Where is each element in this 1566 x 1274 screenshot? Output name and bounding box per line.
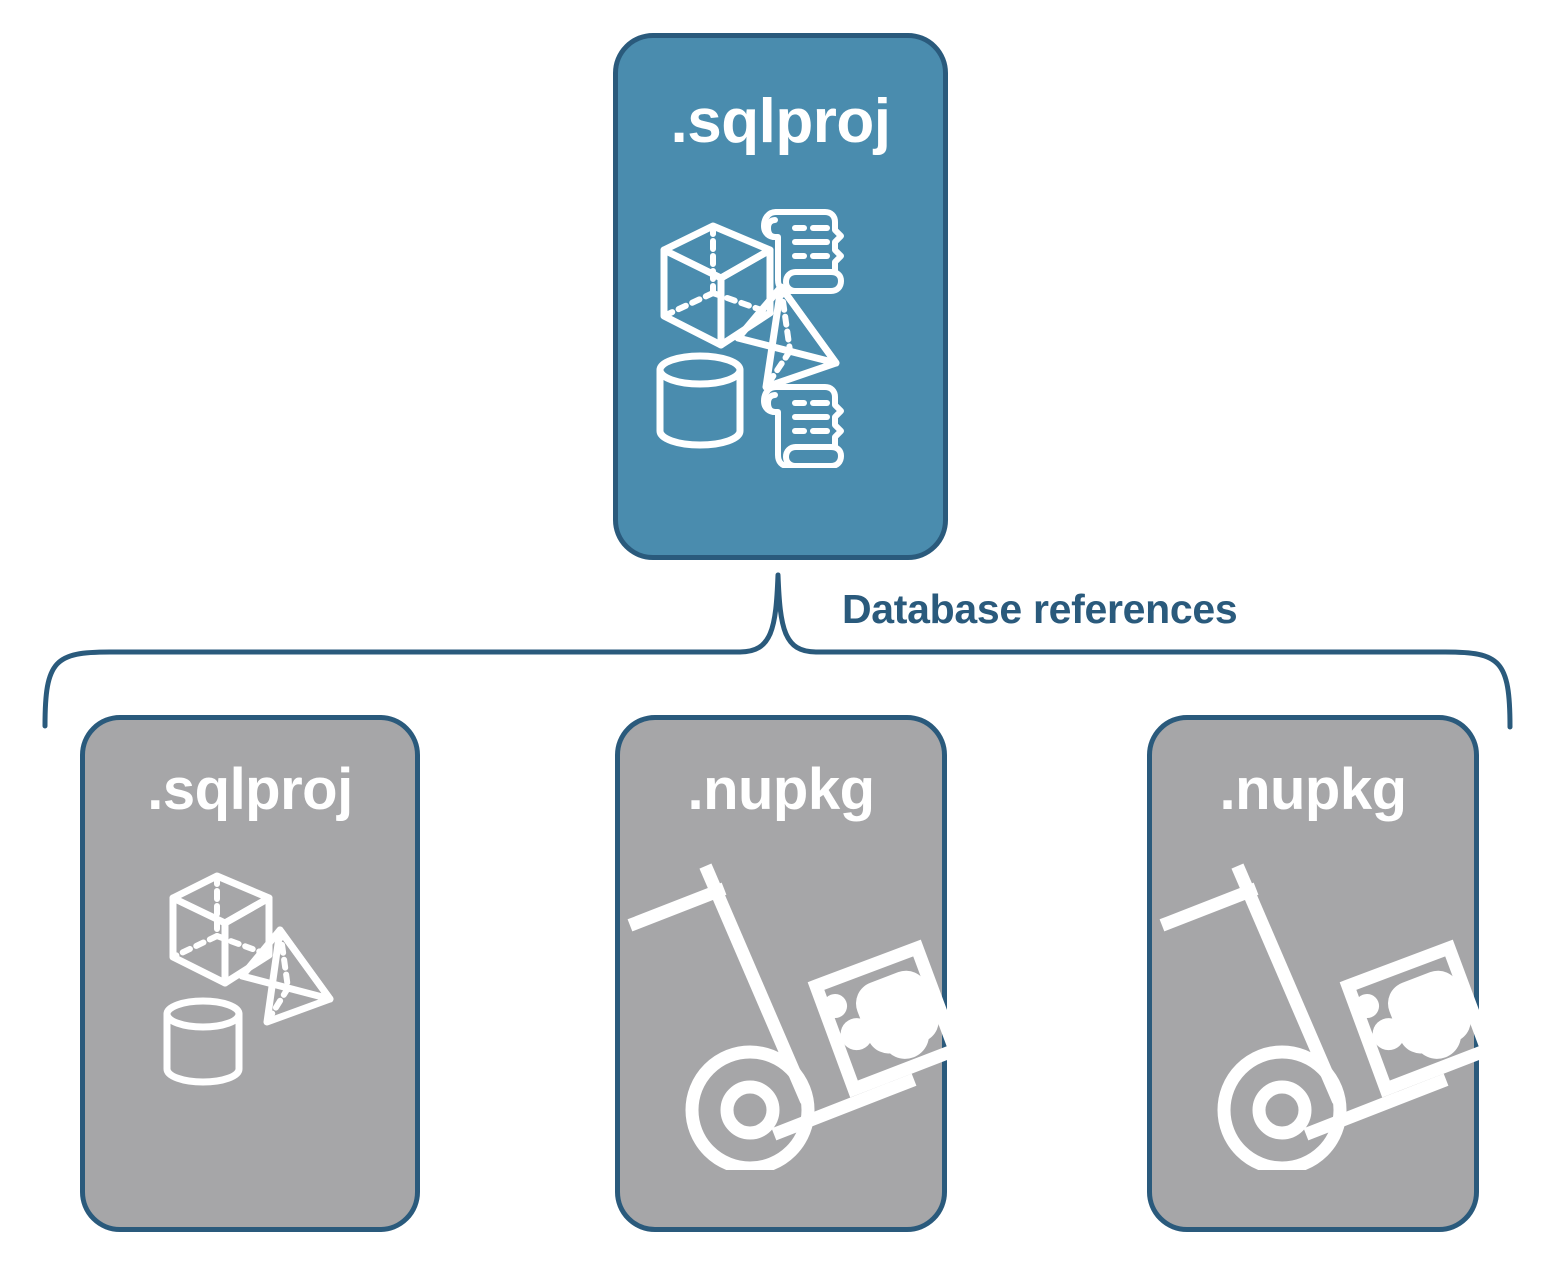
node-nupkg-reference-2[interactable]: .nupkg: [1147, 715, 1496, 1232]
node-label-sqlproj-root: .sqlproj: [670, 87, 891, 156]
node-label-nupkg-reference-1: .nupkg: [687, 757, 875, 822]
scroll-icon: [761, 384, 844, 469]
nuget-logo-icon: [1355, 970, 1471, 1059]
hand-truck-wheel-icon: [685, 1045, 815, 1175]
root-icon-group: [618, 188, 943, 469]
pyramid-icon: [734, 283, 840, 391]
node-label-sqlproj-reference: .sqlproj: [147, 757, 353, 822]
nupkg-icon-group-2: [1152, 860, 1496, 1175]
scroll-icon: [761, 209, 844, 294]
nupkg-icon-group-1: [620, 860, 964, 1175]
nupkg-icons-svg-1: [627, 863, 964, 1175]
node-nupkg-reference-1[interactable]: .nupkg: [615, 715, 964, 1232]
hand-truck-wheel-icon: [1217, 1045, 1347, 1175]
cube-icon: [169, 872, 273, 987]
cylinder-icon: [656, 352, 744, 449]
node-label-nupkg-reference-2: .nupkg: [1219, 757, 1407, 822]
pyramid-icon: [238, 926, 334, 1026]
nuget-logo-icon: [823, 970, 939, 1059]
node-sqlproj-reference[interactable]: .sqlproj: [80, 715, 420, 1232]
cylinder-icon: [163, 997, 243, 1086]
nupkg-icons-svg-2: [1159, 863, 1496, 1175]
connector-label-database-references: Database references: [842, 586, 1238, 632]
sqlproj-reference-icons-svg: [163, 872, 334, 1086]
node-sqlproj-root[interactable]: .sqlproj: [613, 33, 948, 560]
sqlproj-reference-icon-group: [85, 860, 415, 1110]
root-icons-svg: [656, 209, 844, 469]
cube-icon: [660, 222, 774, 349]
